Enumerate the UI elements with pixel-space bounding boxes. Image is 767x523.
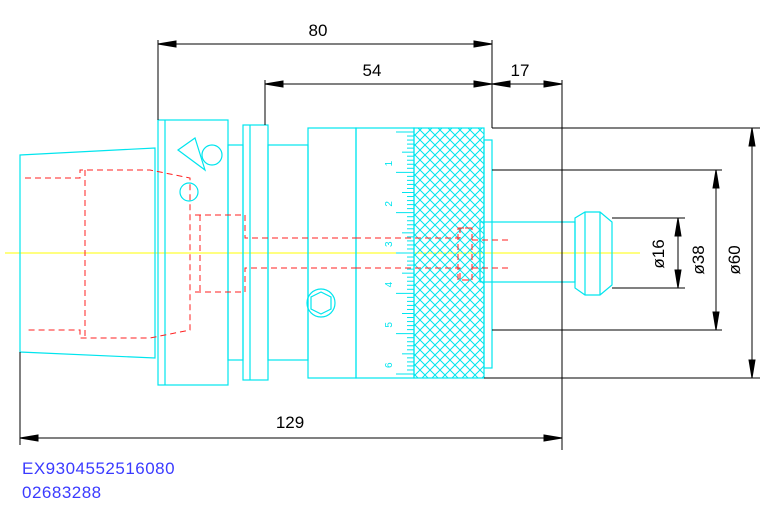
dim-129-label: 129: [276, 413, 304, 432]
scale-tick-label: 3: [384, 241, 395, 247]
tool-outline: [19, 119, 613, 386]
part-number: 02683288: [22, 483, 102, 502]
scale-tick-label: 2: [384, 201, 395, 207]
scale-tick-label: 5: [384, 322, 395, 328]
scale-tick-label: 1: [384, 160, 395, 166]
scale-ticks: [396, 131, 414, 375]
dim-80-label: 80: [309, 21, 328, 40]
dim-dia38-label: ø38: [689, 245, 708, 274]
dim-17-label: 17: [511, 61, 530, 80]
scale-labels: 1 2 3 4 5 6: [384, 160, 395, 368]
dim-54-label: 54: [363, 61, 382, 80]
dimension-lines: [19, 40, 760, 450]
dim-dia16-label: ø16: [649, 239, 668, 268]
hidden-lines: [25, 169, 510, 339]
part-code: EX9304552516080: [22, 459, 176, 478]
scale-tick-label: 6: [384, 362, 395, 368]
scale-tick-label: 4: [384, 281, 395, 287]
dim-dia60-label: ø60: [725, 245, 744, 274]
